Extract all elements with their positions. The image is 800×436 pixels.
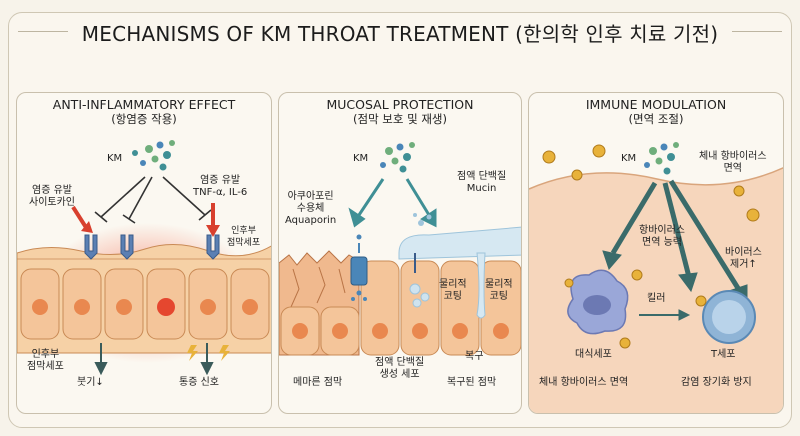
epithelium-label-left: 인후부 점막세포	[27, 349, 64, 372]
macrophage-label: 대식세포	[575, 349, 612, 360]
panel-mucosal-protection: MUCOSAL PROTECTION (점막 보호 및 재생)	[278, 92, 522, 414]
killer-label: 킬러	[647, 293, 666, 304]
coating-label-2: 물리적 코팅	[485, 279, 513, 302]
panel-title-immune: IMMUNE MODULATION (면역 조절)	[585, 97, 727, 126]
mucus-drip	[476, 252, 486, 319]
macrophage-nucleus	[583, 295, 611, 315]
km-label-anti: KM	[107, 153, 123, 164]
title-rule-left	[18, 31, 78, 32]
dry-mucosa-label: 메마른 점막	[293, 377, 343, 388]
antiviral-ability-label: 항바이러스 면역 능력	[639, 225, 685, 248]
t-cell-label: T세포	[711, 349, 736, 360]
cytokine-left-label: 염증 유발 사이토카인	[29, 185, 75, 208]
mucin-label: 점액 단백질 Mucin	[457, 171, 507, 194]
figure-title: MECHANISMS OF KM THROAT TREATMENT (한의학 인…	[0, 18, 800, 47]
cytokine-arrows	[71, 203, 220, 237]
swelling-label: 붓기↓	[77, 377, 104, 388]
km-particles	[380, 142, 415, 173]
t-cell-nucleus	[712, 300, 746, 334]
aquaporin-channel	[350, 234, 368, 301]
epithelium	[17, 243, 271, 354]
coating-label-1: 물리적 코팅	[439, 279, 467, 302]
km-particles	[132, 140, 175, 171]
aquaporin-label: 아쿠아포린 수용체 Aquaporin	[285, 191, 337, 226]
mucus-producing-cell-label: 점액 단백질 생성 세포	[375, 357, 425, 380]
inhibition-lines	[94, 176, 212, 224]
pain-bolts	[187, 345, 230, 361]
pain-signal-label: 통증 신호	[179, 377, 219, 388]
antiviral-immunity-top-label: 체내 항바이러스 면역	[699, 151, 767, 174]
anti-illustration	[17, 140, 271, 376]
panel-anti-inflammatory: ANTI-INFLAMMATORY EFFECT (항염증 작용)	[16, 92, 272, 414]
km-label-mucosal: KM	[353, 153, 369, 164]
virus-removal-label: 바이러스 제거↑	[725, 247, 762, 270]
prevent-prolonged-infection-label: 감염 장기화 방지	[681, 377, 752, 388]
outcome-arrows	[94, 343, 214, 376]
panel-immune-modulation: IMMUNE MODULATION (면역 조절) KM 체내	[528, 92, 784, 414]
mucin-droplets	[409, 213, 432, 308]
repaired-mucosa-label: 복구된 점막	[447, 377, 497, 388]
mucus-layer	[398, 226, 521, 260]
panel-title-anti: ANTI-INFLAMMATORY EFFECT (항염증 작용)	[52, 97, 236, 126]
epithelium-label-right: 인후부 점막세포	[227, 226, 261, 248]
virus-particles	[542, 144, 760, 349]
cytokine-right-label: 염증 유발 TNF-α, IL-6	[193, 175, 248, 198]
title-rule-right	[722, 31, 782, 32]
mucosal-nuclei	[292, 323, 509, 339]
receptors	[84, 234, 220, 260]
antiviral-immunity-bottom-label: 체내 항바이러스 면역	[539, 377, 629, 388]
repair-label: 복구	[465, 351, 484, 362]
km-arrows	[348, 178, 437, 228]
km-label-immune: KM	[621, 153, 637, 164]
km-particles	[644, 142, 679, 175]
panel-title-mucosal: MUCOSAL PROTECTION (점막 보호 및 재생)	[326, 97, 474, 126]
tissue-background	[529, 167, 783, 413]
immune-illustration	[529, 142, 783, 413]
mucosal-illustration	[279, 142, 521, 356]
